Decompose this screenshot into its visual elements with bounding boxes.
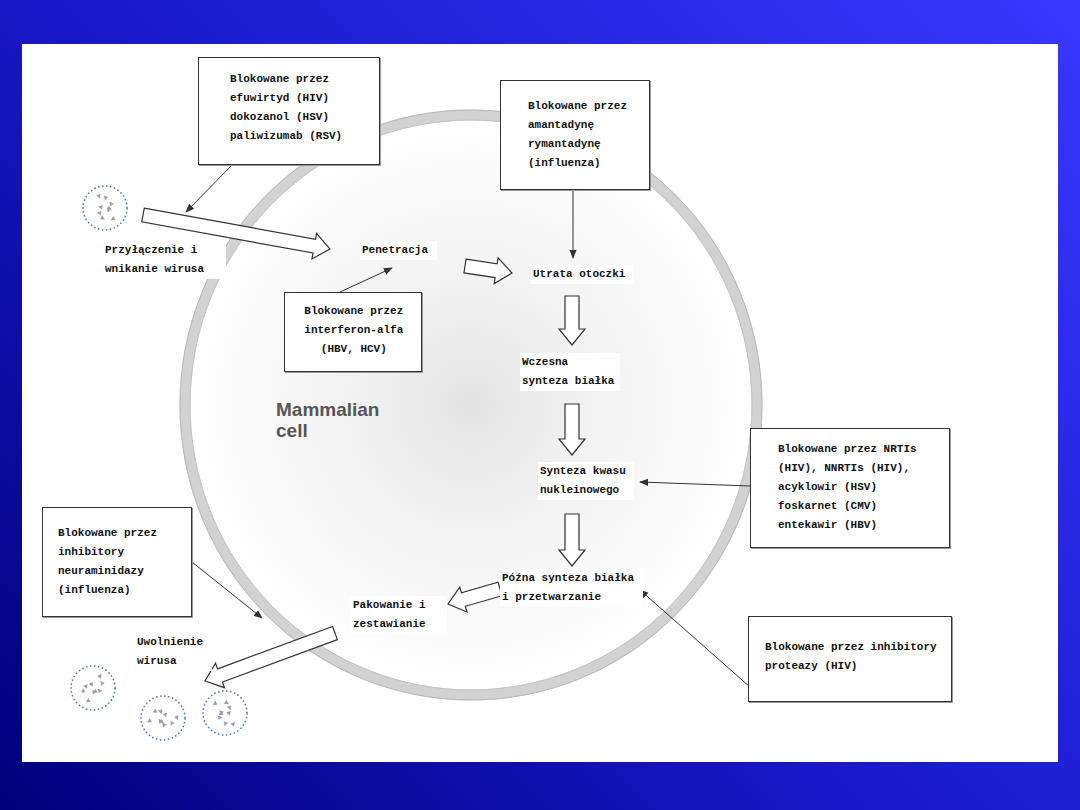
virion bbox=[141, 696, 185, 740]
flow-arrow bbox=[559, 404, 585, 455]
leader-arrow bbox=[640, 482, 750, 486]
stage-label: Utrata otoczki bbox=[531, 265, 634, 284]
leader-arrows bbox=[186, 165, 750, 687]
leader-arrow bbox=[192, 562, 262, 618]
stage-label: Późna synteza białka i przetwarzanie bbox=[500, 569, 643, 607]
drug-box: Blokowane przez inhibitory proteazy (HIV… bbox=[748, 616, 952, 702]
virions bbox=[71, 186, 247, 740]
virion bbox=[71, 666, 115, 710]
stage-label: Synteza kwasu nukleinowego bbox=[538, 462, 634, 500]
drug-list: Blokowane przez NRTIs (HIV), NNRTIs (HIV… bbox=[778, 440, 923, 535]
flow-arrow bbox=[463, 253, 514, 286]
drug-box: Blokowane przez inhibitory neuraminidazy… bbox=[42, 507, 192, 617]
stage-label: Uwolnienie wirusa bbox=[135, 633, 212, 671]
stage-label: Penetracja bbox=[360, 241, 437, 260]
leader-arrow bbox=[340, 268, 392, 292]
flow-arrow bbox=[559, 296, 585, 345]
flow-arrow bbox=[200, 621, 339, 693]
drug-box: Blokowane przez NRTIs (HIV), NNRTIs (HIV… bbox=[750, 428, 950, 548]
flow-arrow bbox=[444, 577, 503, 617]
cell-label: Mammalian cell bbox=[274, 399, 398, 441]
membrane-edge bbox=[180, 110, 762, 700]
cell-membrane bbox=[185, 115, 757, 695]
leader-arrow bbox=[573, 190, 574, 258]
stage-label: Pakowanie i zestawianie bbox=[351, 596, 447, 634]
flow-arrow bbox=[559, 514, 585, 566]
drug-list: Blokowane przez inhibitory proteazy (HIV… bbox=[765, 638, 943, 676]
virion bbox=[83, 186, 127, 230]
leader-arrow bbox=[640, 590, 750, 687]
stage-label: Wczesna synteza białka bbox=[520, 353, 620, 391]
drug-box: Blokowane przez amantadynę rymantadynę (… bbox=[500, 80, 650, 190]
stage-label: Przyłączenie i wnikanie wirusa bbox=[103, 241, 226, 279]
drug-box: Blokowane przez efuwirtyd (HIV) dokozano… bbox=[198, 57, 380, 165]
drug-list: Blokowane przez inhibitory neuraminidazy… bbox=[58, 524, 164, 600]
drug-list: Blokowane przez efuwirtyd (HIV) dokozano… bbox=[230, 70, 349, 146]
drug-box: Blokowane przez interferon-alfa (HBV, HC… bbox=[284, 292, 422, 372]
drug-list: Blokowane przez amantadynę rymantadynę (… bbox=[528, 97, 634, 173]
drug-list: Blokowane przez interferon-alfa (HBV, HC… bbox=[301, 302, 407, 359]
leader-arrow bbox=[186, 165, 232, 212]
membrane-edge bbox=[190, 120, 752, 690]
virion bbox=[203, 691, 247, 735]
